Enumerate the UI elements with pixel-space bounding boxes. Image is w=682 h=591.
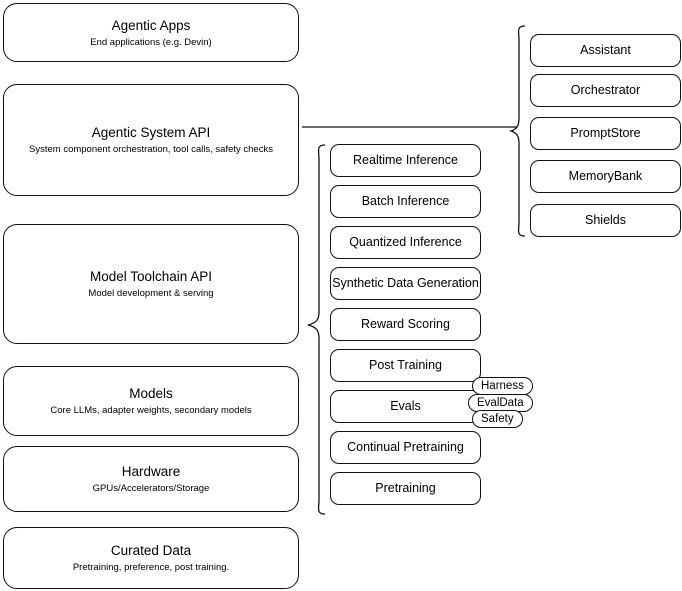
capability-label: Pretraining xyxy=(375,481,436,495)
eval-tag-harness[interactable]: Harness xyxy=(472,377,533,395)
stack-layer-agentic-apps[interactable]: Agentic Apps End applications (e.g. Devi… xyxy=(3,3,299,62)
capability-label: Evals xyxy=(390,399,421,413)
capability-quantized-inference[interactable]: Quantized Inference xyxy=(330,226,481,259)
capability-label: Quantized Inference xyxy=(349,235,462,249)
capability-synthetic-data-generation[interactable]: Synthetic Data Generation xyxy=(330,267,481,300)
capability-label: Reward Scoring xyxy=(361,317,450,331)
toolchain-brace xyxy=(307,144,326,515)
component-promptstore[interactable]: PromptStore xyxy=(530,117,681,150)
layer-title: Curated Data xyxy=(110,543,192,558)
component-label: Shields xyxy=(585,213,626,227)
capability-label: Post Training xyxy=(369,358,442,372)
capability-reward-scoring[interactable]: Reward Scoring xyxy=(330,308,481,341)
capability-evals[interactable]: Evals xyxy=(330,390,481,423)
capability-post-training[interactable]: Post Training xyxy=(330,349,481,382)
capability-label: Continual Pretraining xyxy=(347,440,464,454)
eval-tag-safety[interactable]: Safety xyxy=(472,410,523,428)
stack-layer-model-toolchain-api[interactable]: Model Toolchain API Model development & … xyxy=(3,224,299,344)
stack-layer-hardware[interactable]: Hardware GPUs/Accelerators/Storage xyxy=(3,446,299,512)
stack-layer-curated-data[interactable]: Curated Data Pretraining, preference, po… xyxy=(3,527,299,589)
capability-label: Batch Inference xyxy=(361,194,450,208)
stack-layer-models[interactable]: Models Core LLMs, adapter weights, secon… xyxy=(3,366,299,436)
component-memorybank[interactable]: MemoryBank xyxy=(530,160,681,193)
component-label: Orchestrator xyxy=(570,83,641,97)
component-assistant[interactable]: Assistant xyxy=(530,34,681,67)
stack-layer-agentic-system-api[interactable]: Agentic System API System component orch… xyxy=(3,84,299,196)
components-brace xyxy=(508,25,526,237)
component-label: PromptStore xyxy=(570,126,641,140)
capability-batch-inference[interactable]: Batch Inference xyxy=(330,185,481,218)
component-label: MemoryBank xyxy=(568,169,643,183)
layer-title: Models xyxy=(129,386,173,401)
component-orchestrator[interactable]: Orchestrator xyxy=(530,74,681,107)
layer-title: Hardware xyxy=(121,464,181,479)
capability-realtime-inference[interactable]: Realtime Inference xyxy=(330,144,481,177)
layer-subtitle: End applications (e.g. Devin) xyxy=(90,36,212,48)
layer-subtitle: GPUs/Accelerators/Storage xyxy=(92,483,210,494)
layer-title: Agentic Apps xyxy=(111,17,191,33)
layer-subtitle: Pretraining, preference, post training. xyxy=(72,562,230,573)
capability-pretraining[interactable]: Pretraining xyxy=(330,472,481,505)
layer-title: Model Toolchain API xyxy=(89,269,213,284)
capability-continual-pretraining[interactable]: Continual Pretraining xyxy=(330,431,481,464)
capability-label: Synthetic Data Generation xyxy=(332,276,479,290)
layer-subtitle: Core LLMs, adapter weights, secondary mo… xyxy=(50,405,252,416)
layer-subtitle: Model development & serving xyxy=(88,288,214,299)
component-shields[interactable]: Shields xyxy=(530,204,681,237)
layer-subtitle: System component orchestration, tool cal… xyxy=(29,144,273,155)
component-label: Assistant xyxy=(580,43,631,57)
layer-title: Agentic System API xyxy=(91,125,211,140)
capability-label: Realtime Inference xyxy=(353,153,458,167)
